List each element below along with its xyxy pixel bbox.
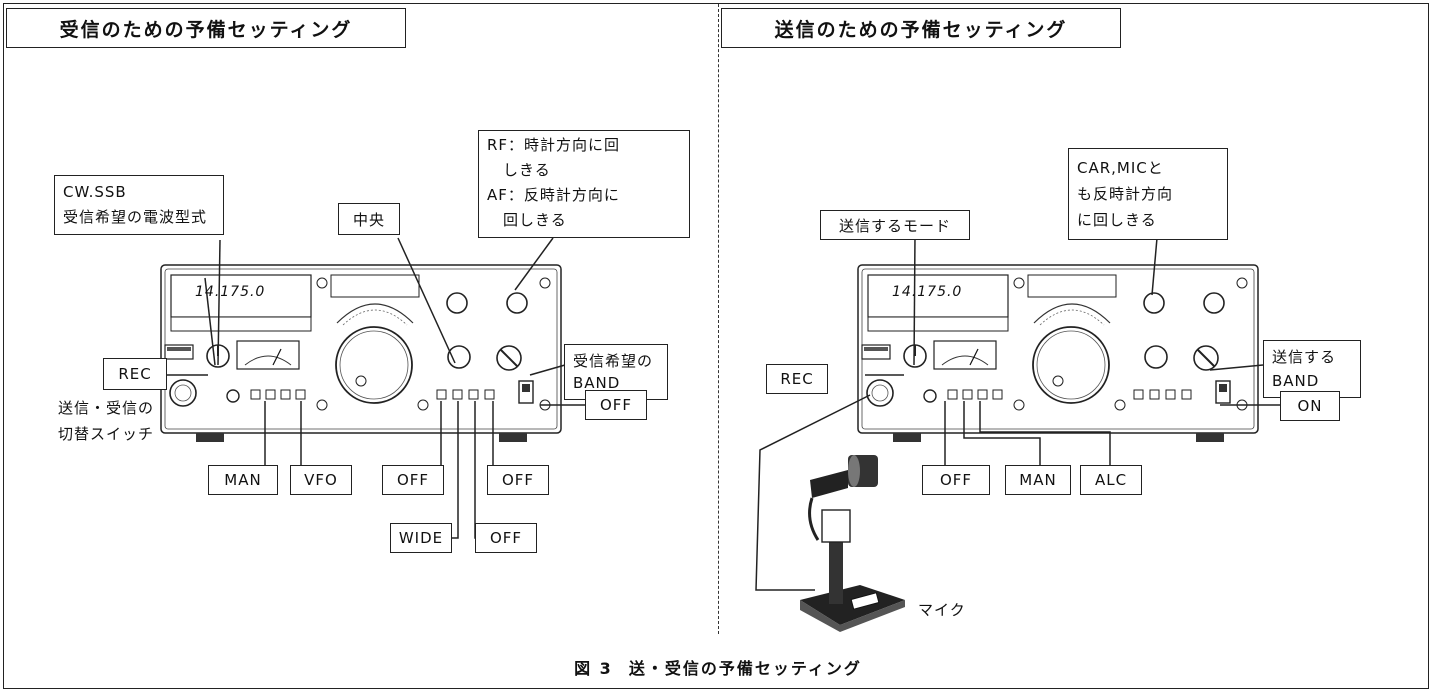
right-frequency-display: 14.175.0 bbox=[892, 284, 963, 300]
label-rit-off: OFF bbox=[382, 465, 444, 495]
label-mic: マイク bbox=[918, 601, 966, 619]
label-transmit-mode: 送信するモード bbox=[820, 210, 970, 240]
left-frequency-display: 14.175.0 bbox=[195, 284, 266, 300]
label-switch-note-line1: 送信・受信の bbox=[58, 399, 155, 417]
label-man-right: MAN bbox=[1005, 465, 1071, 495]
label-band-left-line1: 受信希望の bbox=[573, 352, 654, 370]
label-switch-note-line2: 切替スイッチ bbox=[58, 425, 155, 443]
label-rf-af-gain: RF：時計方向に回 しきる AF：反時計方向に 回しきる bbox=[478, 130, 690, 238]
figure-number: 図 3 bbox=[574, 659, 613, 678]
label-vfo: VFO bbox=[290, 465, 352, 495]
label-car-mic-line3: に回しきる bbox=[1077, 211, 1157, 229]
label-att-off: OFF bbox=[475, 523, 537, 553]
figure-caption: 図 3 送・受信の予備セッティング bbox=[0, 655, 1436, 679]
label-wide: WIDE bbox=[390, 523, 452, 553]
label-man-left: MAN bbox=[208, 465, 278, 495]
label-band-right-line2: BAND bbox=[1272, 372, 1320, 390]
label-mode-line2: 受信希望の電波型式 bbox=[63, 208, 208, 226]
label-power-off: OFF bbox=[585, 390, 647, 420]
label-mode-line1: CW.SSB bbox=[63, 183, 127, 201]
label-rf-line1: RF：時計方向に回 bbox=[487, 136, 621, 154]
label-power-on: ON bbox=[1280, 391, 1340, 421]
right-panel-title: 送信のための予備セッティング bbox=[721, 8, 1121, 48]
label-car-mic-line2: も反時計方向 bbox=[1077, 185, 1174, 203]
label-center: 中央 bbox=[338, 203, 400, 235]
label-rf-line2: しきる bbox=[487, 161, 551, 179]
figure-frame bbox=[3, 3, 1429, 689]
label-mode-cw-ssb: CW.SSB 受信希望の電波型式 bbox=[54, 175, 224, 235]
label-band-left-line2: BAND bbox=[573, 374, 621, 392]
label-band-right: 送信する BAND bbox=[1263, 340, 1361, 398]
figure-caption-text: 送・受信の予備セッティング bbox=[628, 659, 862, 678]
panel-divider bbox=[718, 4, 719, 634]
label-band-right-line1: 送信する bbox=[1272, 348, 1337, 366]
label-nb-off: OFF bbox=[487, 465, 549, 495]
left-panel-title: 受信のための予備セッティング bbox=[6, 8, 406, 48]
label-car-mic: CAR,MICと も反時計方向 に回しきる bbox=[1068, 148, 1228, 240]
label-af-line2: 回しきる bbox=[487, 211, 567, 229]
label-rec-left: REC bbox=[103, 358, 167, 390]
label-af-line1: AF：反時計方向に bbox=[487, 186, 620, 204]
label-alc: ALC bbox=[1080, 465, 1142, 495]
label-car-mic-line1: CAR,MICと bbox=[1077, 159, 1164, 177]
label-rec-right: REC bbox=[766, 364, 828, 394]
label-proc-off: OFF bbox=[922, 465, 990, 495]
